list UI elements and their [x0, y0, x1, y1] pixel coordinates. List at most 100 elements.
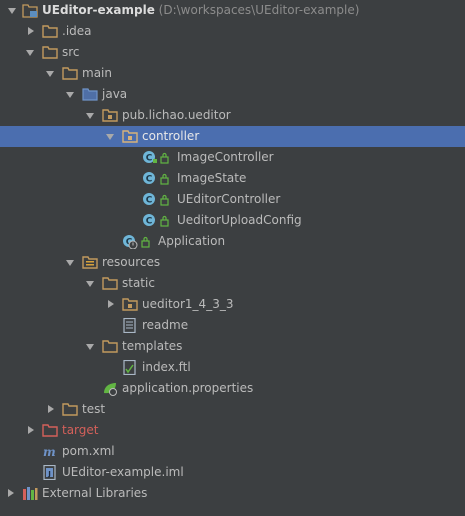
tree-row-readme[interactable]: readme	[0, 315, 465, 336]
lock-icon	[141, 234, 151, 249]
collapse-arrow-icon[interactable]	[44, 399, 58, 420]
package-icon	[122, 129, 138, 144]
tree-row-image-state[interactable]: C ImageState	[0, 168, 465, 189]
iml-file-icon: J	[42, 464, 58, 481]
tree-row-templates[interactable]: templates	[0, 336, 465, 357]
tree-row-application[interactable]: C Application	[0, 231, 465, 252]
svg-text:C: C	[146, 175, 153, 185]
spring-properties-icon	[102, 381, 118, 396]
tree-row-project-root[interactable]: UEditor-example (D:\workspaces\UEditor-e…	[0, 0, 465, 21]
lock-icon	[160, 192, 170, 207]
libraries-icon	[22, 486, 38, 501]
expand-arrow-icon[interactable]	[44, 63, 58, 84]
lock-icon	[160, 150, 170, 165]
svg-text:C: C	[126, 238, 133, 248]
tree-row-ueditor-controller[interactable]: C UEditorController	[0, 189, 465, 210]
tree-row-test[interactable]: test	[0, 399, 465, 420]
tree-label: .idea	[62, 24, 92, 38]
source-folder-icon	[82, 87, 98, 102]
tree-label: resources	[102, 255, 161, 269]
tree-row-idea[interactable]: .idea	[0, 21, 465, 42]
tree-row-external-libraries[interactable]: External Libraries	[0, 483, 465, 504]
tree-label: templates	[122, 339, 183, 353]
svg-text:m: m	[43, 445, 56, 459]
class-icon: C	[142, 213, 158, 228]
svg-text:C: C	[146, 154, 153, 164]
tree-label: UEditor-example.iml	[62, 465, 184, 479]
folder-icon	[102, 276, 118, 291]
collapse-arrow-icon[interactable]	[104, 294, 118, 315]
expand-arrow-icon[interactable]	[84, 336, 98, 357]
tree-label: ueditor1_4_3_3	[142, 297, 234, 311]
expand-arrow-icon[interactable]	[64, 252, 78, 273]
lock-icon	[160, 171, 170, 186]
tree-label: main	[82, 66, 112, 80]
text-file-icon	[122, 317, 138, 334]
tree-label: src	[62, 45, 80, 59]
tree-row-src[interactable]: src	[0, 42, 465, 63]
class-icon: C	[142, 150, 158, 165]
excluded-folder-icon	[42, 423, 58, 438]
tree-label: Application	[158, 234, 226, 248]
tree-label: readme	[142, 318, 189, 332]
tree-row-ueditor-upload-config[interactable]: C UeditorUploadConfig	[0, 210, 465, 231]
folder-icon	[42, 45, 58, 60]
tree-row-index-ftl[interactable]: index.ftl	[0, 357, 465, 378]
expand-arrow-icon[interactable]	[64, 84, 78, 105]
tree-row-package-root[interactable]: pub.lichao.ueditor	[0, 105, 465, 126]
tree-label: pom.xml	[62, 444, 115, 458]
expand-arrow-icon[interactable]	[24, 42, 38, 63]
tree-row-ueditor-folder[interactable]: ueditor1_4_3_3	[0, 294, 465, 315]
tree-label: target	[62, 423, 99, 437]
tree-row-image-controller[interactable]: C ImageController	[0, 147, 465, 168]
collapse-arrow-icon[interactable]	[24, 420, 38, 441]
tree-label: UEditorController	[177, 192, 281, 206]
folder-icon	[42, 24, 58, 39]
freemarker-file-icon	[122, 359, 138, 376]
class-icon: C	[142, 171, 158, 186]
lock-icon	[160, 213, 170, 228]
tree-row-main[interactable]: main	[0, 63, 465, 84]
tree-row-application-properties[interactable]: application.properties	[0, 378, 465, 399]
tree-path-hint: (D:\workspaces\UEditor-example)	[154, 3, 360, 17]
folder-icon	[62, 402, 78, 417]
expand-arrow-icon[interactable]	[6, 0, 20, 21]
tree-label: index.ftl	[142, 360, 191, 374]
tree-row-pom[interactable]: m pom.xml	[0, 441, 465, 462]
class-icon: C	[142, 192, 158, 207]
tree-label: ImageState	[177, 171, 247, 185]
folder-icon	[62, 66, 78, 81]
tree-label: pub.lichao.ueditor	[122, 108, 231, 122]
expand-arrow-icon[interactable]	[84, 105, 98, 126]
resources-folder-icon	[82, 255, 98, 270]
tree-row-iml[interactable]: J UEditor-example.iml	[0, 462, 465, 483]
tree-label: ImageController	[177, 150, 274, 164]
package-icon	[122, 297, 138, 312]
tree-label: static	[122, 276, 155, 290]
svg-text:C: C	[146, 196, 153, 206]
module-folder-icon	[22, 3, 38, 18]
tree-row-java[interactable]: java	[0, 84, 465, 105]
svg-text:J: J	[47, 470, 51, 478]
folder-icon	[102, 339, 118, 354]
tree-label: External Libraries	[42, 486, 148, 500]
tree-row-target[interactable]: target	[0, 420, 465, 441]
expand-arrow-icon[interactable]	[84, 273, 98, 294]
svg-text:C: C	[146, 217, 153, 227]
tree-label: UEditor-example	[42, 3, 155, 17]
collapse-arrow-icon[interactable]	[24, 21, 38, 42]
collapse-arrow-icon[interactable]	[4, 483, 18, 504]
tree-row-static[interactable]: static	[0, 273, 465, 294]
expand-arrow-icon[interactable]	[104, 126, 118, 147]
maven-icon: m	[42, 444, 58, 459]
tree-label: application.properties	[122, 381, 254, 395]
spring-boot-class-icon: C	[122, 234, 138, 250]
tree-label: test	[82, 402, 106, 416]
tree-label: UeditorUploadConfig	[177, 213, 302, 227]
package-icon	[102, 108, 118, 123]
tree-row-resources[interactable]: resources	[0, 252, 465, 273]
tree-label: java	[102, 87, 128, 101]
tree-label: controller	[142, 129, 200, 143]
tree-row-controller[interactable]: controller	[0, 126, 465, 147]
